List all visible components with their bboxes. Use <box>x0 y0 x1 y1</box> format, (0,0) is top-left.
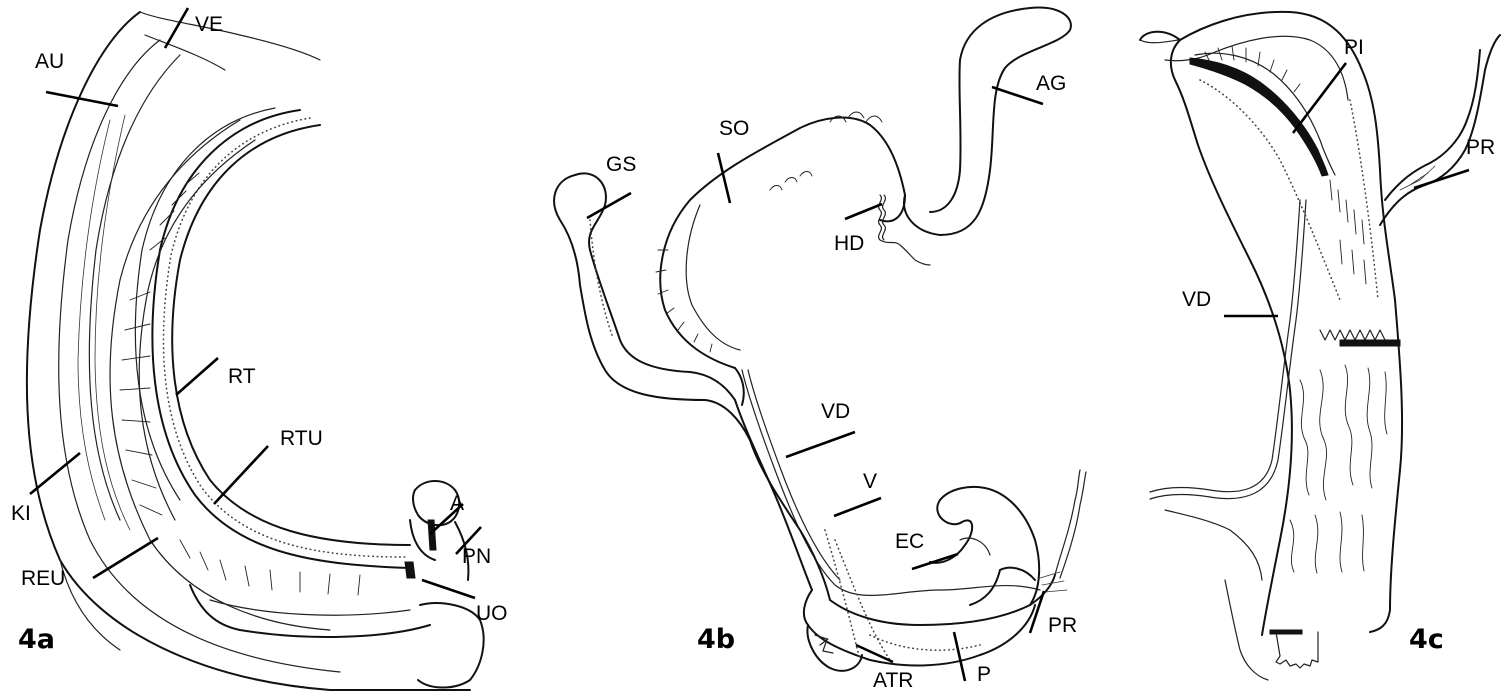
leader-ag <box>991 85 1044 106</box>
leader-atr <box>855 643 894 664</box>
leader-rt <box>175 357 219 396</box>
panel-4a-annotations: VE AU RT RTU KI REU A PN UO 4a <box>11 7 508 655</box>
label-pi: PI <box>1344 36 1364 59</box>
leader-p <box>952 631 967 682</box>
label-a: A <box>450 492 464 515</box>
leader-uo <box>421 578 476 600</box>
leader-ec <box>911 552 959 571</box>
label-so: SO <box>719 117 749 140</box>
leader-ve <box>163 7 190 49</box>
label-vd-c: VD <box>1182 288 1211 311</box>
label-v: V <box>863 470 877 493</box>
label-gs: GS <box>606 153 636 176</box>
label-p: P <box>977 663 991 686</box>
leader-vd-b <box>785 430 856 459</box>
leader-pr-c <box>1413 168 1470 190</box>
leader-rtu <box>213 445 269 505</box>
leader-a <box>429 503 464 535</box>
label-rt: RT <box>228 365 256 388</box>
label-au: AU <box>35 50 64 73</box>
panel-label-4a: 4a <box>18 624 55 655</box>
panel-label-4c: 4c <box>1409 624 1444 655</box>
leader-v <box>833 496 882 518</box>
leader-pn <box>455 526 482 555</box>
label-pr-c: PR <box>1466 136 1495 159</box>
label-uo: UO <box>476 602 508 625</box>
panel-4c-annotations: PI PR VD 4c <box>1182 36 1495 655</box>
leader-hd <box>844 202 883 221</box>
label-pn: PN <box>462 545 491 568</box>
panel-4c-drawing <box>1139 10 1501 681</box>
label-pr-b: PR <box>1048 614 1077 637</box>
panel-4a-drawing <box>25 11 485 691</box>
label-atr: ATR <box>873 669 913 692</box>
panel-4b-drawing <box>553 6 1087 672</box>
panel-4b-annotations: AG SO GS HD VD V EC PR ATR P 4b <box>586 72 1077 692</box>
leader-ki <box>29 451 81 496</box>
label-ve: VE <box>195 13 223 36</box>
label-ki: KI <box>11 502 31 525</box>
leader-pi <box>1291 62 1348 134</box>
label-rtu: RTU <box>280 427 323 450</box>
label-hd: HD <box>834 232 864 255</box>
panel-label-4b: 4b <box>697 624 735 655</box>
label-ec: EC <box>895 530 924 553</box>
label-reu: REU <box>21 567 65 590</box>
leader-au <box>45 90 119 108</box>
leader-gs <box>586 191 632 220</box>
label-ag: AG <box>1036 72 1066 95</box>
leader-pr-b <box>1028 590 1046 634</box>
label-vd-b: VD <box>821 400 850 423</box>
leader-reu <box>92 536 159 580</box>
leader-so <box>716 152 732 204</box>
